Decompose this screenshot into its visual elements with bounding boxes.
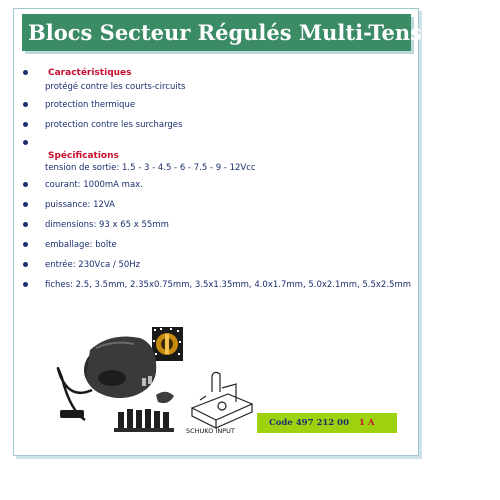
spec-item: fiches: 2.5, 3.5mm, 2.35x0.75mm, 3.5x1.3…	[45, 280, 412, 290]
bullet-icon	[23, 262, 28, 267]
voltage-selector-icon	[152, 327, 183, 361]
spec-item: dimensions: 93 x 65 x 55mm	[45, 220, 169, 230]
spec-item: courant: 1000mA max.	[45, 180, 143, 190]
spec-item: emballage: boîte	[45, 240, 117, 250]
current-rating: 1 A	[359, 418, 375, 428]
bullet-icon	[23, 182, 28, 187]
product-code: Code 497 212 00	[269, 418, 349, 428]
spec-item: tension de sortie: 1.5 - 3 - 4.5 - 6 - 7…	[45, 163, 256, 173]
cap-icon	[156, 391, 174, 404]
bullet-icon	[23, 222, 28, 227]
feature-item: protégé contre les courts-circuits	[45, 82, 186, 92]
cable-plug-icon	[60, 410, 84, 418]
bullet-icon	[23, 202, 28, 207]
spec-item: entrée: 230Vca / 50Hz	[45, 260, 141, 270]
spec-item: puissance: 12VA	[45, 200, 115, 210]
page-title: Blocs Secteur Régulés Multi-Tension	[22, 14, 459, 51]
bullet-icon	[23, 70, 28, 75]
bullet-icon	[23, 242, 28, 247]
adapter-icon	[84, 336, 157, 398]
bullet-icon	[23, 102, 28, 107]
features-heading: Caractéristiques	[48, 68, 132, 78]
feature-item: protection thermique	[45, 100, 136, 110]
output-tips-icon	[114, 409, 174, 432]
bullet-icon	[23, 282, 28, 287]
schuko-input-label: SCHUKO INPUT	[186, 427, 235, 435]
bullet-icon	[23, 122, 28, 127]
feature-item: protection contre les surcharges	[45, 120, 183, 130]
product-code-bar: Code 497 212 00 1 A	[257, 413, 397, 433]
product-card	[13, 8, 419, 456]
bullet-icon	[23, 140, 28, 145]
specs-heading: Spécifications	[48, 151, 119, 161]
schuko-plug-icon	[190, 371, 254, 429]
